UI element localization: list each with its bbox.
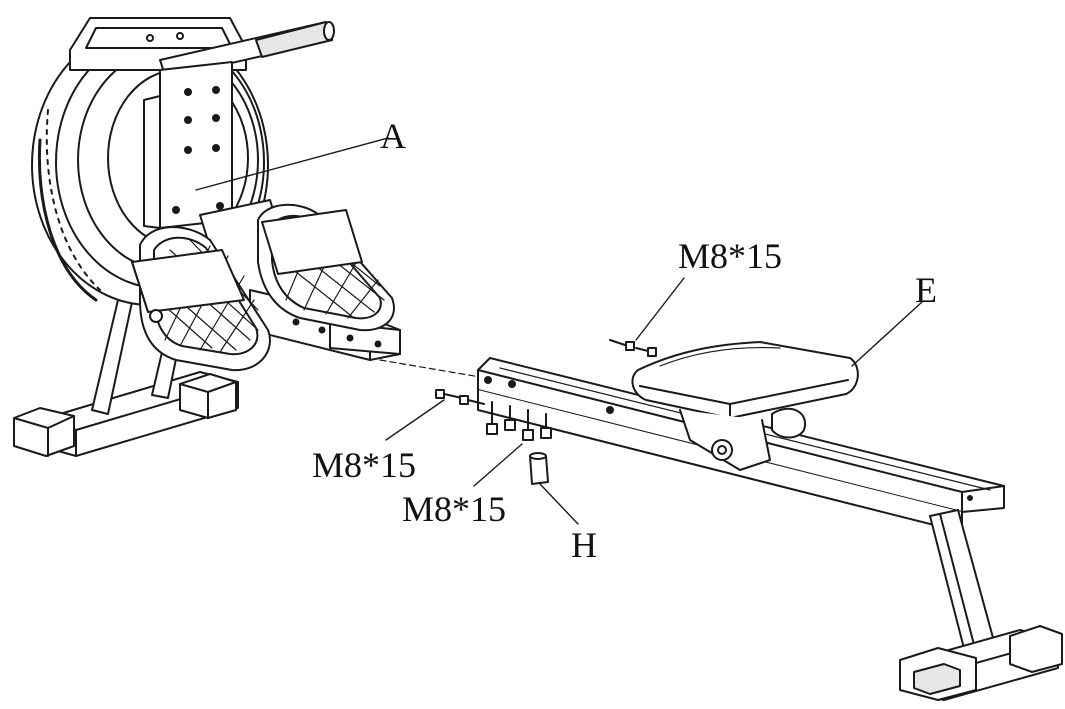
bolt-group-bottom — [486, 401, 552, 441]
front-stabilizer — [13, 371, 239, 457]
rear-stabilizer — [899, 625, 1063, 701]
bolt-group-side — [435, 389, 485, 405]
label-part-a: A — [380, 116, 406, 156]
end-cap-h — [529, 452, 549, 485]
bolt-group-top — [609, 339, 657, 357]
label-bolt-left: M8*15 — [312, 445, 417, 485]
label-part-h: H — [571, 525, 597, 565]
pedal-right — [257, 203, 395, 332]
label-part-e: E — [915, 270, 937, 310]
alignment-line — [379, 359, 487, 379]
seat — [631, 341, 859, 471]
label-bolt-bottom: M8*15 — [402, 489, 507, 529]
pedal-left — [131, 226, 271, 372]
label-bolt-top: M8*15 — [678, 236, 783, 276]
leader-lines — [195, 137, 923, 525]
